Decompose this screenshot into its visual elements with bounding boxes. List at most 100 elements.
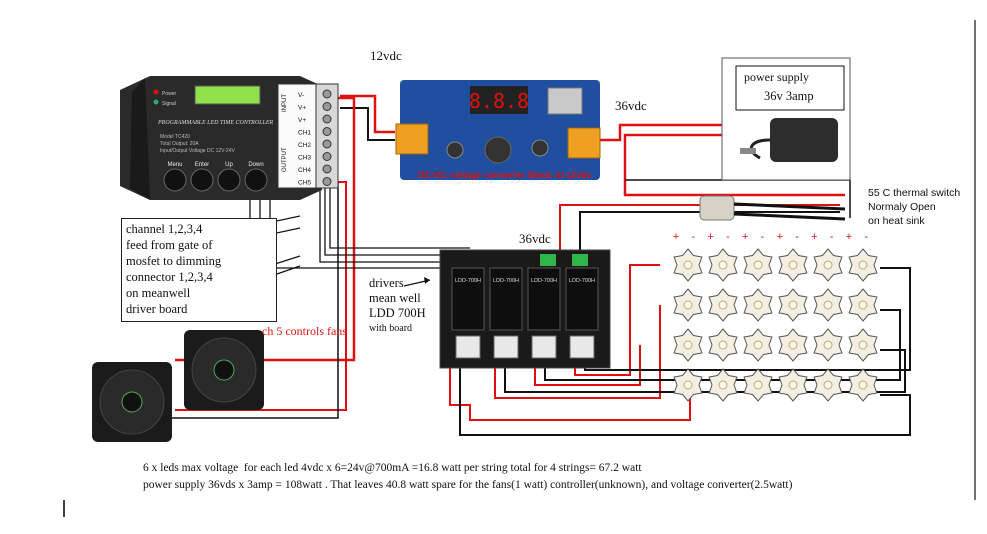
terminal-label-5: CH3 — [298, 155, 311, 162]
drivers-line-0: drivers — [369, 276, 404, 290]
wire-driver2-out — [494, 305, 661, 399]
controller-output-label: OUTPUT — [282, 147, 288, 172]
dcdc-label: DC-DC voltage converter 36vdc to 12vdc — [418, 170, 592, 180]
signal-led-label: Signal — [162, 101, 176, 107]
terminal-screw-6 — [322, 164, 332, 174]
driver-module-2 — [527, 267, 561, 331]
driver-module-label-0: LDD-700H — [455, 278, 481, 284]
terminal-screw-0 — [322, 89, 332, 99]
inductor-icon — [484, 136, 512, 164]
power-cable-icon — [749, 138, 771, 160]
fans-label: ch 5 controls fans — [262, 324, 347, 338]
menu-button[interactable] — [163, 168, 187, 192]
led-emitter-r2-c3 — [788, 340, 798, 350]
drivers-line-2: LDD 700H — [369, 306, 426, 320]
terminal-screw-1 — [322, 102, 332, 111]
capacitor-icon — [446, 141, 464, 159]
label-36vdc-mid: 36vdc — [519, 231, 551, 246]
converter-display — [470, 86, 528, 114]
enter-button[interactable] — [190, 168, 214, 192]
led-polarity-mark-3: - — [726, 231, 730, 243]
led-emitter-r1-c1 — [718, 300, 728, 310]
driver-module-label-3: LDD-700H — [569, 278, 595, 284]
driver-module-1 — [489, 267, 523, 331]
wire-string1-return — [459, 362, 911, 436]
converter-input-terminal — [395, 123, 429, 155]
converter-output-terminal — [567, 127, 601, 159]
terminal-label-1: V+ — [298, 105, 306, 112]
down-button-label: Down — [248, 162, 263, 168]
led-emitter-r1-c0 — [683, 300, 693, 310]
power-supply — [721, 57, 851, 181]
terminal-screw-2 — [322, 114, 332, 124]
wire-string2-return — [504, 349, 906, 393]
driver-input-terminal-1 — [540, 254, 556, 266]
power-brick-icon — [770, 118, 838, 162]
driver-module-label-1: LDD-700H — [493, 278, 519, 284]
led-polarity-mark-7: - — [795, 231, 799, 243]
terminal-label-0: V- — [298, 92, 304, 99]
terminal-label-2: V+ — [298, 117, 306, 124]
channel-note-box: channel 1,2,3,4 feed from gate of mosfet… — [121, 218, 277, 322]
led-emitter-r0-c4 — [823, 260, 833, 270]
dc-dc-converter: 8.8.8 DC-DC voltage converter 36vdc to 1… — [395, 80, 601, 180]
driver-output-terminal-1 — [493, 335, 519, 359]
led-polarity-mark-10: + — [846, 231, 852, 243]
channel-note-line-3: connector 1,2,3,4 — [126, 270, 213, 284]
label-12vdc: 12vdc — [370, 48, 402, 63]
converter-display-digits: 8.8.8 — [469, 89, 529, 113]
led-polarity-marks: +-+-+-+-+-+- — [673, 231, 869, 243]
controller-body — [120, 76, 322, 200]
label-36vdc-top: 36vdc — [615, 98, 647, 113]
led-emitter-r1-c2 — [753, 300, 763, 310]
channel-note-line-0: channel 1,2,3,4 — [126, 222, 203, 236]
signal-led-icon — [153, 99, 159, 105]
led-emitter-r1-c4 — [823, 300, 833, 310]
led-polarity-mark-1: - — [691, 231, 695, 243]
up-button[interactable] — [217, 168, 241, 192]
driver-output-terminal-0 — [455, 335, 481, 359]
driver-module-0 — [451, 267, 485, 331]
controller-title: PROGRAMMABLE LED TIME CONTROLLER — [157, 120, 273, 126]
led-emitter-r3-c4 — [823, 380, 833, 390]
thermal-line-0: 55 C thermal switch — [868, 187, 961, 199]
wire-ch5-fan — [175, 181, 347, 411]
menu-button-label: Menu — [167, 162, 182, 168]
led-emitter-r1-c5 — [858, 300, 868, 310]
terminal-screw-7 — [322, 177, 332, 186]
led-emitter-r3-c5 — [858, 380, 868, 390]
usb-port-icon — [547, 87, 583, 115]
channel-note-line-4: on meanwell — [126, 286, 191, 300]
power-supply-title: power supply — [744, 70, 809, 84]
wire-12v-negative — [340, 107, 395, 141]
led-emitter-r2-c5 — [858, 340, 868, 350]
led-emitter-r2-c4 — [823, 340, 833, 350]
led-polarity-mark-4: + — [742, 231, 748, 243]
barrel-plug-icon — [740, 148, 756, 154]
controller-spec-2: Input/Output Voltage DC 12V-24V — [160, 148, 235, 154]
led-emitter-r0-c3 — [788, 260, 798, 270]
driver-output-terminal-3 — [569, 335, 595, 359]
led-emitter-r2-c1 — [718, 340, 728, 350]
power-supply-label-box — [735, 65, 845, 111]
drivers-line-3: with board — [369, 323, 413, 334]
controller-buttons: Menu Enter Up Down — [163, 162, 268, 192]
wire-driver1-out — [449, 362, 691, 421]
terminal-label-7: CH5 — [298, 180, 311, 187]
thermal-line-1: Normaly Open — [868, 201, 936, 213]
up-button-label: Up — [225, 162, 233, 168]
controller-side — [130, 78, 150, 200]
power-led-icon — [153, 89, 159, 95]
wire-fan-positive — [175, 96, 356, 362]
led-emitter-r0-c1 — [718, 260, 728, 270]
down-button[interactable] — [244, 168, 268, 192]
led-emitter-r3-c0 — [683, 380, 693, 390]
led-polarity-mark-6: + — [777, 231, 783, 243]
footer-line-1: power supply 36vds x 3amp = 108watt . Th… — [143, 479, 793, 491]
